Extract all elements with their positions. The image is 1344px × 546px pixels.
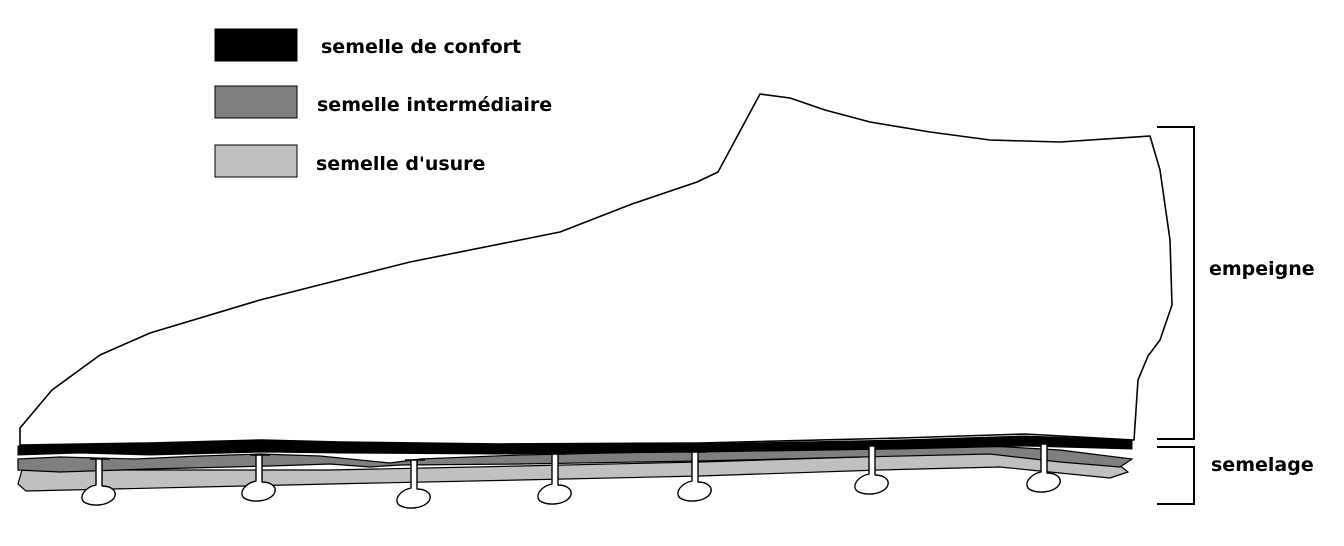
nail <box>396 459 431 509</box>
upper-label: empeigne <box>1209 258 1315 280</box>
comfort-sole <box>17 435 1133 456</box>
legend: semelle de confort semelle intermédiaire… <box>214 28 552 178</box>
nail <box>1026 443 1061 493</box>
mid-sole <box>17 445 1134 473</box>
legend-label-mid-sole: semelle intermédiaire <box>317 94 552 116</box>
legend-label-wear-sole: semelle d'usure <box>316 153 485 175</box>
nail <box>537 453 572 505</box>
legend-swatch-wear-sole <box>214 144 298 178</box>
wear-sole <box>17 450 1130 492</box>
shoe-upper <box>19 93 1173 446</box>
nail <box>241 454 276 502</box>
sole-label: semelage <box>1211 454 1314 476</box>
nail <box>677 451 712 502</box>
legend-label-comfort-sole: semelle de confort <box>321 36 521 58</box>
legend-swatch-mid-sole <box>214 85 298 119</box>
legend-swatch-comfort-sole <box>214 28 298 62</box>
upper-bracket <box>1157 126 1195 440</box>
nail <box>81 458 116 506</box>
sole-nails <box>81 443 1061 509</box>
nail <box>854 445 889 495</box>
sole-bracket <box>1157 446 1195 505</box>
